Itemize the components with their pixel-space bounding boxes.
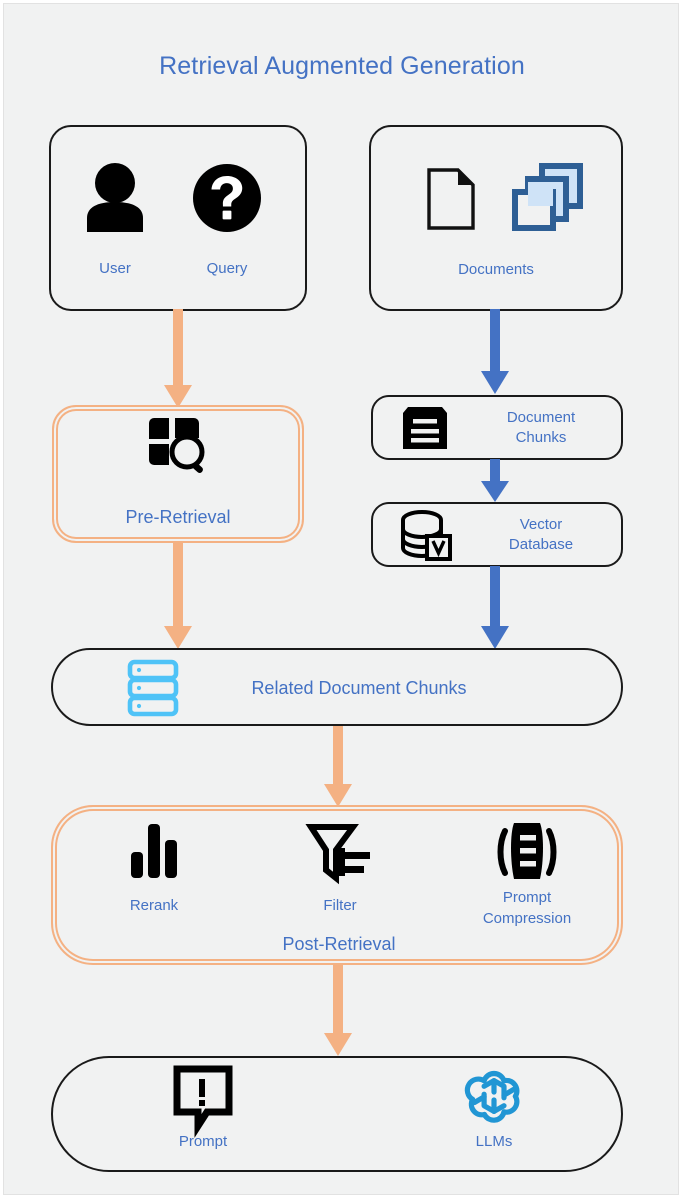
label-prompt: Prompt (178, 1133, 228, 1150)
label-document-chunks-line2: Chunks (515, 429, 567, 446)
bar-chart-icon (129, 822, 179, 880)
funnel-filter-icon (305, 822, 373, 885)
label-post-retrieval: Post-Retrieval (282, 934, 396, 954)
arrow-related-chunks-to-post-retrieval (324, 726, 352, 808)
label-pre-retrieval: Pre-Retrieval (125, 507, 231, 527)
openai-logo-icon (462, 1064, 526, 1128)
label-filter: Filter (323, 897, 357, 914)
label-documents: Documents (458, 261, 534, 278)
document-page-icon (427, 168, 475, 230)
label-rerank: Rerank (129, 897, 179, 914)
page-title: Retrieval Augmented Generation (159, 52, 525, 80)
arrow-vector-database-to-related-chunks (481, 566, 509, 650)
arrow-documents-to-document-chunks (481, 309, 509, 395)
label-vector-database-line2: Database (508, 536, 574, 553)
label-document-chunks-line1: Document (506, 409, 576, 426)
label-user: User (99, 260, 131, 277)
arrow-document-chunks-to-vector-database (481, 459, 509, 503)
grid-search-icon (147, 417, 209, 475)
label-vector-database-line1: Vector (519, 516, 563, 533)
label-prompt-compression-line1: Prompt (502, 889, 552, 906)
label-related-document-chunks: Related Document Chunks (251, 678, 467, 698)
question-mark-circle-icon (193, 164, 261, 232)
stacked-documents-icon (512, 162, 584, 232)
server-stack-icon (124, 659, 182, 717)
diagram-canvas: Retrieval Augmented Generation User Quer… (3, 3, 679, 1195)
label-prompt-compression-line2: Compression (482, 910, 572, 927)
node-documents[interactable] (369, 125, 623, 311)
arrow-pre-retrieval-to-related-chunks (164, 542, 192, 650)
person-icon (84, 162, 146, 232)
label-query: Query (206, 260, 248, 277)
compression-icon (492, 821, 562, 883)
vector-database-icon (400, 510, 452, 561)
node-output[interactable] (51, 1056, 623, 1172)
chunked-document-icon (401, 405, 449, 451)
speech-bubble-alert-icon (173, 1065, 233, 1138)
arrow-post-retrieval-to-output (324, 964, 352, 1057)
arrow-user-query-to-pre-retrieval (164, 309, 192, 409)
label-llms: LLMs (475, 1133, 513, 1150)
